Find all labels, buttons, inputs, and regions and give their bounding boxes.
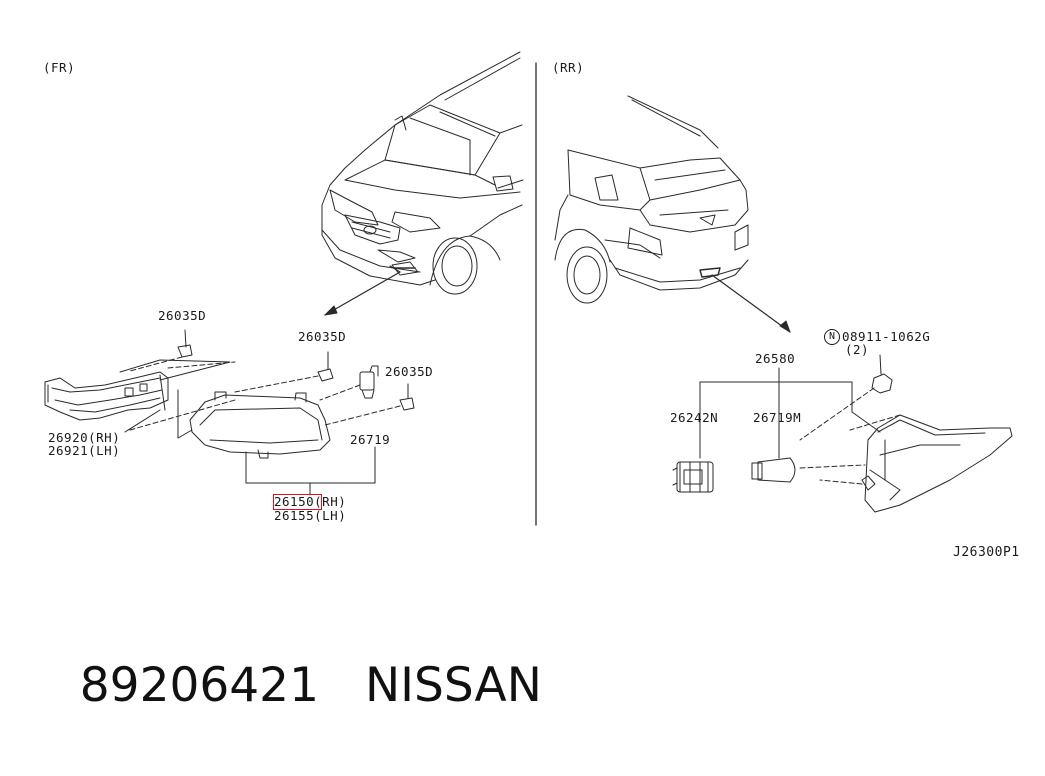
rear-section-title: (RR) xyxy=(552,60,585,75)
label-bulb-26719: 26719 xyxy=(350,432,391,447)
label-clip-top: 26035D xyxy=(158,308,207,323)
label-clip-right: 26035D xyxy=(385,364,434,379)
label-bracket-lh: 26921(LH) xyxy=(48,443,121,458)
footer-caption: 89206421 NISSAN xyxy=(20,596,542,776)
label-socket: 26242N xyxy=(670,410,719,425)
socket-26242N-part xyxy=(672,461,714,493)
label-bulb-26719M: 26719M xyxy=(753,410,802,425)
clip-top-part xyxy=(129,329,193,372)
clip-right-part xyxy=(324,383,415,426)
label-lamp-rh-side: (RH) xyxy=(314,494,347,509)
fog-lamp-part xyxy=(177,391,331,459)
clip-mid-part xyxy=(234,351,334,393)
front-vehicle-illustration xyxy=(321,51,524,295)
rear-vehicle-illustration xyxy=(554,95,749,304)
diagram-code: J26300P1 xyxy=(953,545,1020,560)
label-lamp-rh: 26150(RH) xyxy=(274,495,346,509)
diagram-drawing xyxy=(44,51,1013,526)
footer-part-number: 89206421 xyxy=(79,658,319,713)
nut-part xyxy=(799,354,893,441)
nut-symbol-icon: N xyxy=(824,329,840,345)
parts-diagram: (FR) 26035D 26035D 26035D 26920(RH) 2692… xyxy=(43,51,1020,713)
label-lamp-lh: 26155(LH) xyxy=(274,508,347,523)
label-nut: 08911-1062G xyxy=(842,329,931,344)
label-bracket-rh: 26920(RH) xyxy=(48,430,121,445)
bracket-part xyxy=(44,359,236,439)
highlighted-part-number[interactable]: 26150 xyxy=(274,494,315,509)
rear-lamp-part xyxy=(819,414,1013,513)
footer-brand: NISSAN xyxy=(365,658,542,713)
bulb-26719M-part xyxy=(751,457,866,483)
label-clip-mid: 26035D xyxy=(298,329,347,344)
part-highlight-box xyxy=(273,494,322,510)
label-lamp-assy: 26580 xyxy=(755,351,796,366)
label-nut-qty: (2) xyxy=(845,342,870,357)
bulb-26719-part xyxy=(319,365,379,401)
front-section-title: (FR) xyxy=(43,60,76,75)
